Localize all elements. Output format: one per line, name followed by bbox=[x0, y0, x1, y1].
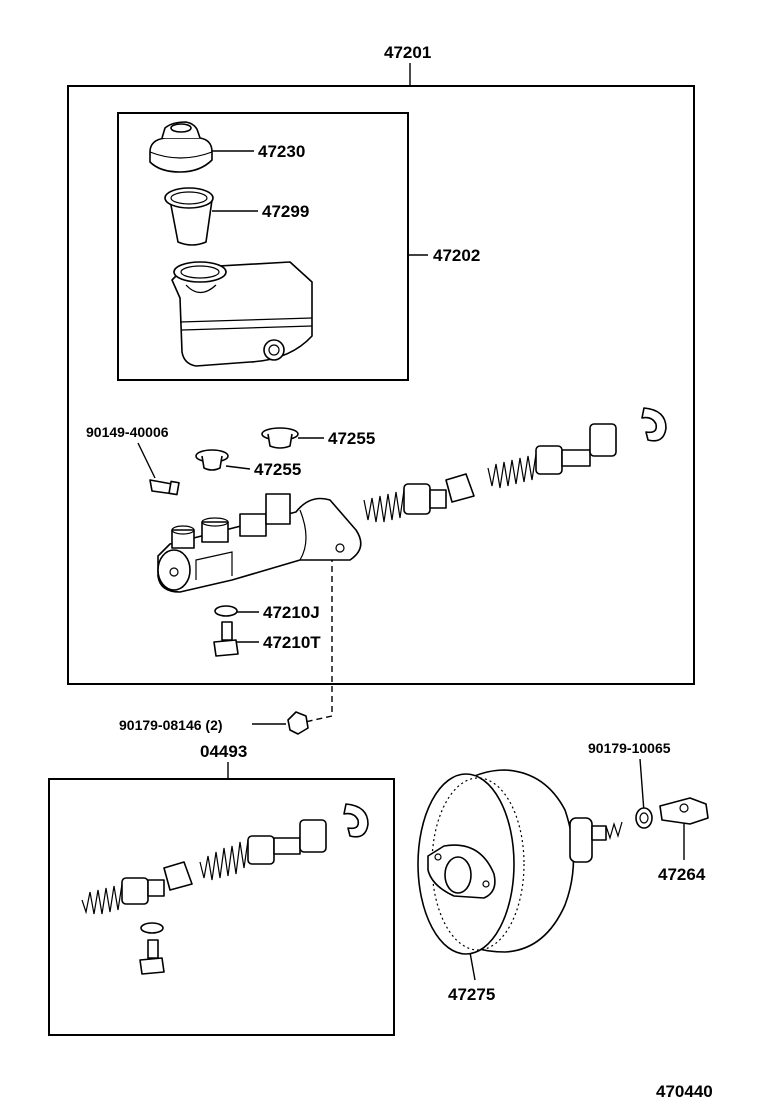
stop-bolt-47210T-part bbox=[213, 621, 239, 657]
clevis-47264-part bbox=[659, 797, 709, 825]
union-bolt-part bbox=[149, 479, 180, 496]
label-90179-10065: 90179-10065 bbox=[588, 740, 671, 756]
reservoir-subassembly-box bbox=[117, 112, 409, 381]
label-90149-40006: 90149-40006 bbox=[86, 424, 169, 440]
label-47202: 47202 bbox=[433, 246, 480, 265]
label-47264: 47264 bbox=[658, 865, 706, 884]
grommet-upper-part bbox=[261, 427, 299, 449]
kit-primary-piston-part bbox=[81, 861, 193, 915]
kit-stop-bolt-part bbox=[139, 939, 165, 975]
leader-90149-40006 bbox=[137, 442, 156, 479]
leader-47255-lower bbox=[225, 465, 251, 470]
label-47201: 47201 bbox=[384, 43, 431, 62]
secondary-piston-spring-part bbox=[487, 423, 617, 489]
reservoir-tank-part bbox=[171, 261, 313, 367]
nut-90179-10065-part bbox=[635, 807, 653, 829]
kit-secondary-piston-part bbox=[199, 819, 327, 881]
piston-kit-box bbox=[48, 778, 395, 1036]
label-47230: 47230 bbox=[258, 142, 305, 161]
kit-snap-ring-part bbox=[343, 803, 369, 838]
primary-piston-spring-part bbox=[363, 473, 475, 523]
label-47255-lower: 47255 bbox=[254, 460, 301, 479]
gasket-47210J-part bbox=[214, 605, 238, 617]
master-cylinder-body-part bbox=[157, 493, 362, 593]
label-04493: 04493 bbox=[200, 742, 247, 761]
dashed-link-master-cylinder-to-nut bbox=[304, 556, 333, 723]
figure-number: 470440 bbox=[656, 1082, 713, 1101]
kit-gasket-part bbox=[140, 922, 164, 934]
label-47275: 47275 bbox=[448, 985, 495, 1004]
reservoir-cap-part bbox=[149, 121, 213, 173]
leader-90179-10065 bbox=[639, 758, 645, 813]
master-cylinder-assembly-box bbox=[67, 85, 695, 685]
nut-90179-08146-part bbox=[287, 711, 309, 735]
brake-booster-part bbox=[417, 769, 623, 955]
reservoir-strainer-part bbox=[164, 187, 214, 246]
label-90179-08146: 90179-08146 (2) bbox=[119, 717, 223, 733]
grommet-lower-part bbox=[195, 449, 229, 471]
label-47210J: 47210J bbox=[263, 603, 320, 622]
snap-ring-part bbox=[641, 407, 667, 442]
label-47255-upper: 47255 bbox=[328, 429, 375, 448]
label-47299: 47299 bbox=[262, 202, 309, 221]
label-47210T: 47210T bbox=[263, 633, 321, 652]
